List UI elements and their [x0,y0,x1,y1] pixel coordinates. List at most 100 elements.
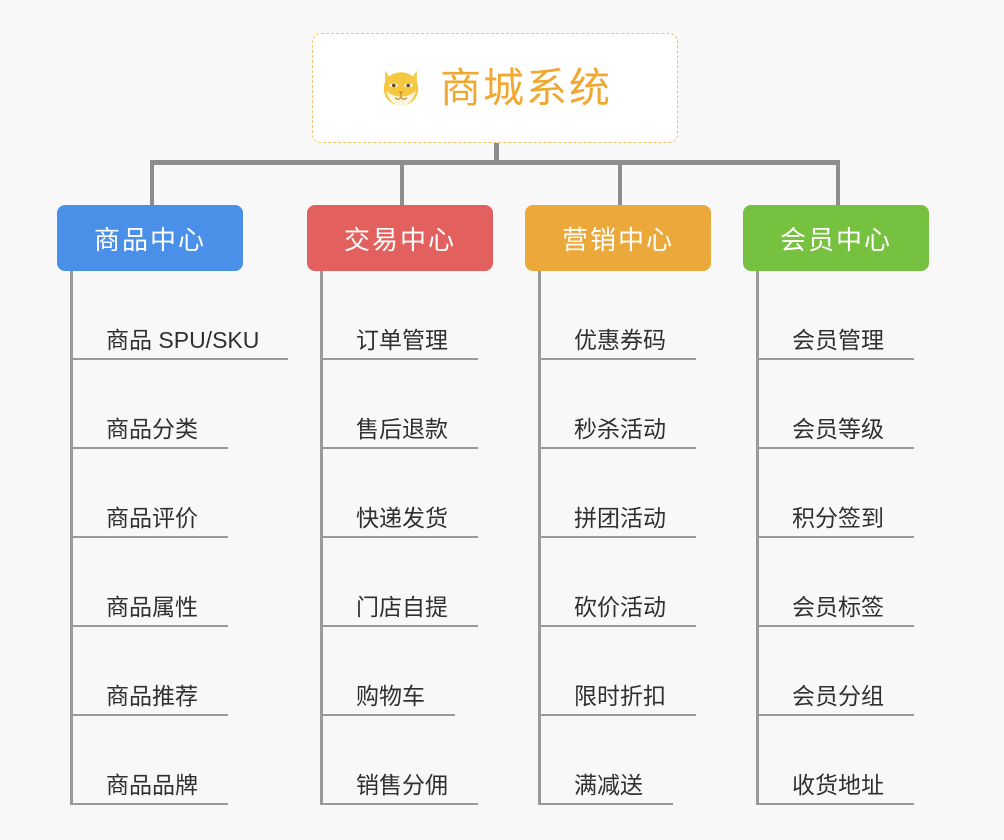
leaf-list-3: 优惠券码 秒杀活动 拼团活动 砍价活动 限时折扣 满减送 [538,271,745,805]
connector-drop-2 [400,160,404,208]
leaf-underline [320,714,455,716]
connector-root-stem [494,143,499,164]
leaf-item[interactable]: 订单管理 [320,271,527,360]
leaf-item[interactable]: 商品评价 [70,449,307,538]
leaf-label: 商品评价 [106,504,198,531]
leaf-label: 快递发货 [356,504,448,531]
leaf-item[interactable]: 优惠券码 [538,271,745,360]
leaf-item[interactable]: 快递发货 [320,449,527,538]
leaf-item[interactable]: 秒杀活动 [538,360,745,449]
leaf-underline [756,803,914,805]
leaf-label: 限时折扣 [574,682,666,709]
leaf-underline [756,358,914,360]
leaf-label: 商品推荐 [106,682,198,709]
leaf-underline [320,358,478,360]
category-label-3: 营销中心 [561,224,674,255]
leaf-label: 拼团活动 [574,504,666,531]
leaf-item[interactable]: 砍价活动 [538,538,745,627]
category-box-2[interactable]: 交易中心 [307,205,493,271]
leaf-underline [320,803,478,805]
leaf-underline [70,536,228,538]
leaf-label: 会员管理 [792,326,884,353]
category-label-1: 商品中心 [93,224,206,255]
leaf-item[interactable]: 满减送 [538,716,745,805]
leaf-item[interactable]: 拼团活动 [538,449,745,538]
leaf-underline [320,536,478,538]
root-title: 商城系统 [440,64,612,111]
leaf-item[interactable]: 限时折扣 [538,627,745,716]
leaf-underline [70,625,228,627]
leaf-item[interactable]: 销售分佣 [320,716,527,805]
leaf-label: 会员等级 [792,415,884,442]
category-label-2: 交易中心 [343,224,456,255]
leaf-list-2: 订单管理 售后退款 快递发货 门店自提 购物车 销售分佣 [320,271,527,805]
leaf-label: 订单管理 [356,326,448,353]
category-box-1[interactable]: 商品中心 [57,205,243,271]
leaf-underline [70,714,228,716]
branch-column-3: 营销中心 优惠券码 秒杀活动 拼团活动 砍价活动 限时折扣 [525,205,745,805]
leaf-spine-2 [320,271,323,805]
leaf-underline [320,625,478,627]
leaf-item[interactable]: 商品分类 [70,360,307,449]
leaf-label: 砍价活动 [574,593,666,620]
leaf-label: 积分签到 [792,504,884,531]
leaf-underline [538,447,696,449]
leaf-label: 商品分类 [106,415,198,442]
leaf-underline [538,803,673,805]
leaf-label: 收货地址 [792,771,884,798]
leaf-label: 商品 SPU/SKU [106,326,260,353]
leaf-item[interactable]: 收货地址 [756,716,963,805]
connector-drop-1 [150,160,154,208]
leaf-item[interactable]: 会员分组 [756,627,963,716]
leaf-underline [756,536,914,538]
leaf-underline [538,536,696,538]
leaf-list-1: 商品 SPU/SKU 商品分类 商品评价 商品属性 商品推荐 商品品牌 [70,271,307,805]
leaf-item[interactable]: 商品品牌 [70,716,307,805]
leaf-list-4: 会员管理 会员等级 积分签到 会员标签 会员分组 收货地址 [756,271,963,805]
leaf-label: 商品属性 [106,593,198,620]
leaf-item[interactable]: 购物车 [320,627,527,716]
leaf-label: 销售分佣 [356,771,448,798]
leaf-underline [320,447,478,449]
category-box-4[interactable]: 会员中心 [743,205,929,271]
branch-column-1: 商品中心 商品 SPU/SKU 商品分类 商品评价 商品属性 商品推荐 [57,205,307,805]
leaf-item[interactable]: 售后退款 [320,360,527,449]
leaf-underline [756,625,914,627]
leaf-label: 会员分组 [792,682,884,709]
leaf-label: 商品品牌 [106,771,198,798]
leaf-label: 门店自提 [356,593,448,620]
leaf-spine-4 [756,271,759,805]
leaf-label: 购物车 [356,682,425,709]
root-node[interactable]: 商城系统 [312,33,678,143]
leaf-item[interactable]: 商品推荐 [70,627,307,716]
leaf-spine-3 [538,271,541,805]
leaf-underline [538,625,696,627]
leaf-label: 满减送 [574,771,643,798]
connector-horizontal-bar [150,160,840,165]
leaf-underline [70,358,288,360]
leaf-label: 售后退款 [356,415,448,442]
leaf-underline [70,447,228,449]
leaf-underline [538,714,696,716]
connector-drop-3 [618,160,622,208]
leaf-underline [756,447,914,449]
branch-column-2: 交易中心 订单管理 售后退款 快递发货 门店自提 购物车 [307,205,527,805]
leaf-item[interactable]: 积分签到 [756,449,963,538]
leaf-label: 优惠券码 [574,326,666,353]
leaf-label: 秒杀活动 [574,415,666,442]
leaf-item[interactable]: 门店自提 [320,538,527,627]
leaf-label: 会员标签 [792,593,884,620]
leaf-underline [756,714,914,716]
leaf-spine-1 [70,271,73,805]
category-label-4: 会员中心 [779,224,892,255]
leaf-item[interactable]: 会员等级 [756,360,963,449]
leaf-item[interactable]: 会员标签 [756,538,963,627]
leaf-underline [538,358,696,360]
category-box-3[interactable]: 营销中心 [525,205,711,271]
leaf-item[interactable]: 商品属性 [70,538,307,627]
branch-column-4: 会员中心 会员管理 会员等级 积分签到 会员标签 会员分组 [743,205,963,805]
leaf-item[interactable]: 商品 SPU/SKU [70,271,307,360]
leaf-item[interactable]: 会员管理 [756,271,963,360]
shiba-dog-icon [383,70,419,106]
